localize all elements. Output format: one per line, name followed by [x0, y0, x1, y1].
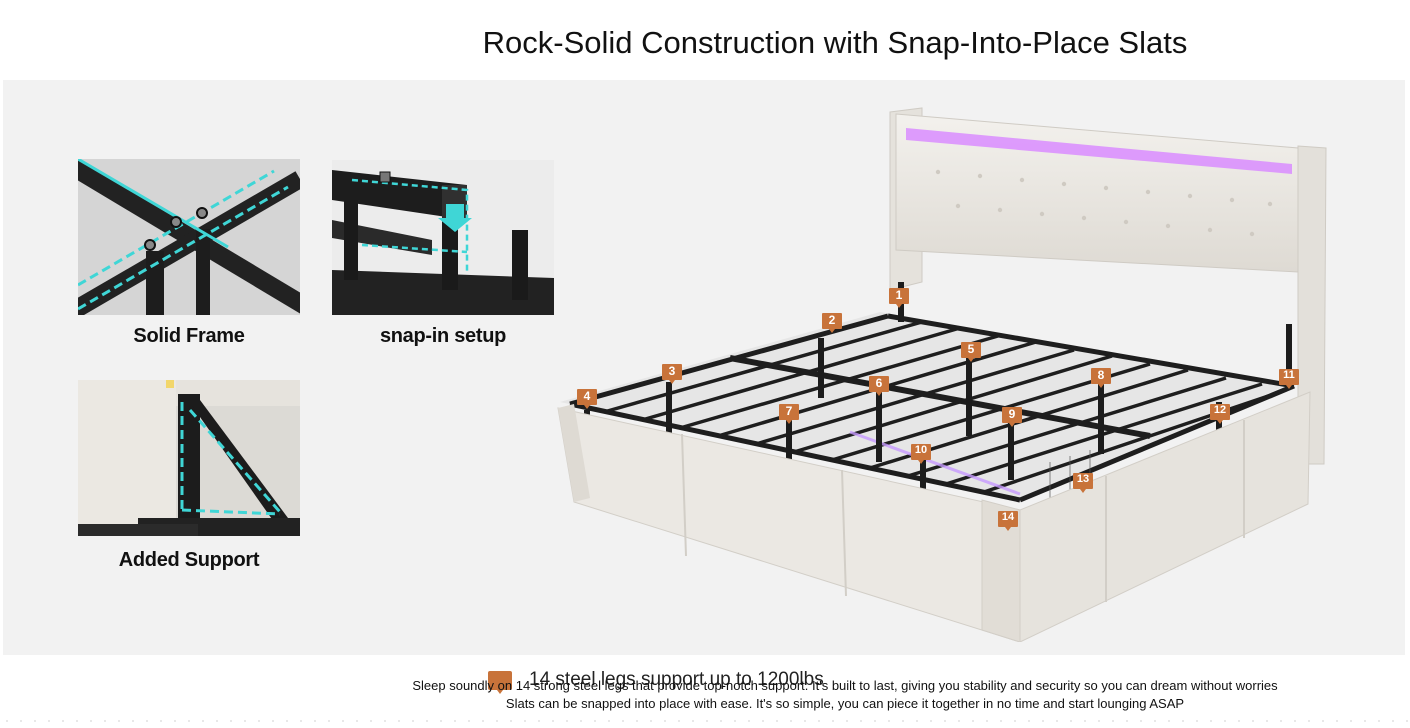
leg-marker-2: 2	[821, 312, 843, 334]
snap-in-setup-image	[332, 160, 554, 315]
page-title: Rock-Solid Construction with Snap-Into-P…	[482, 24, 1188, 60]
product-feature-panel: Solid Frame snap-in setup	[3, 80, 1405, 694]
leg-marker-10: 10	[910, 443, 932, 465]
leg-marker-4: 4	[576, 388, 598, 410]
leg-marker-label: 1	[895, 288, 903, 302]
leg-marker-8: 8	[1090, 367, 1112, 389]
leg-marker-icon	[488, 671, 512, 694]
description-line-1: Sleep soundly on 14 strong steel legs th…	[412, 678, 1278, 693]
snap-in-setup-caption: snap-in setup	[379, 325, 507, 347]
leg-marker-13: 13	[1072, 472, 1094, 494]
leg-marker-14: 14	[997, 510, 1019, 532]
leg-marker-11: 11	[1278, 368, 1300, 390]
leg-marker-5: 5	[960, 341, 982, 363]
leg-marker-label: 5	[967, 342, 975, 356]
description-line-2: Slats can be snapped into place with eas…	[505, 696, 1185, 711]
leg-marker-9: 9	[1001, 406, 1023, 428]
leg-marker-label: 8	[1097, 368, 1105, 382]
leg-marker-label: 14	[1001, 511, 1015, 523]
leg-marker-label: 12	[1213, 404, 1227, 416]
added-support-caption: Added Support	[118, 549, 260, 571]
leg-marker-label: 6	[875, 376, 883, 390]
leg-marker-label: 9	[1008, 407, 1016, 421]
solid-frame-image	[78, 159, 300, 315]
leg-marker-7: 7	[778, 403, 800, 425]
leg-marker-12: 12	[1209, 403, 1231, 425]
leg-marker-label: 10	[914, 444, 928, 456]
leg-marker-label: 13	[1076, 473, 1090, 485]
leg-marker-label: 7	[785, 404, 793, 418]
leg-marker-6: 6	[868, 375, 890, 397]
legend-text: 14 steel legs support up to 1200lbs	[529, 669, 824, 690]
leg-marker-label: 11	[1283, 369, 1295, 381]
added-support-image	[78, 380, 300, 536]
solid-frame-caption: Solid Frame	[133, 325, 245, 347]
leg-marker-label: 3	[668, 364, 676, 378]
leg-marker-3: 3	[661, 363, 683, 385]
leg-marker-label: 2	[828, 313, 836, 327]
leg-marker-1: 1	[888, 287, 910, 309]
leg-marker-label: 4	[583, 389, 591, 403]
bed-frame-illustration	[550, 102, 1340, 642]
decorative-dots	[0, 719, 1410, 723]
